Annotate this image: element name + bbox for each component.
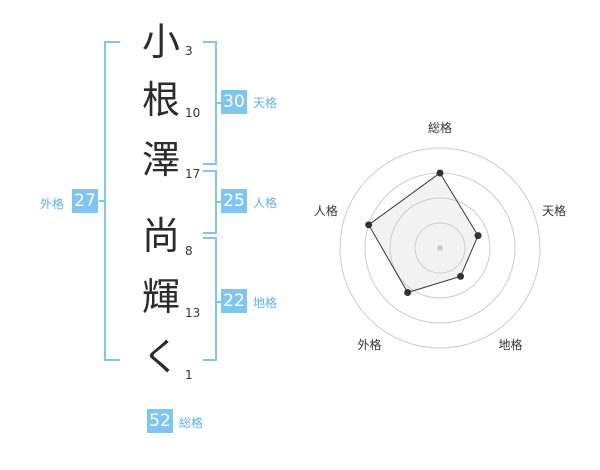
soukaku-score-badge: 52 — [147, 409, 173, 433]
name-char-6: く — [141, 335, 180, 379]
chikaku-bracket-tick — [215, 301, 221, 303]
radar-grid-ring-1 — [414, 222, 466, 274]
chikaku-bracket — [203, 237, 217, 361]
name-char-2: 根 — [141, 78, 180, 122]
name-char-3: 澤 — [141, 138, 180, 182]
stroke-count-1: 3 — [185, 44, 193, 58]
jinkaku-score-badge: 25 — [221, 189, 247, 213]
jinkaku-label: 人格 — [253, 196, 278, 210]
name-char-1: 小 — [141, 20, 180, 64]
radar-axis-label-5: 人格 — [314, 203, 338, 218]
radar-axis-label-1: 総格 — [428, 120, 452, 135]
stroke-count-3: 17 — [185, 167, 201, 181]
stroke-count-2: 10 — [185, 106, 201, 120]
radar-point-3 — [457, 272, 465, 280]
gaikaku-bracket — [104, 41, 120, 361]
radar-center-dot — [437, 245, 443, 251]
stroke-count-6: 1 — [185, 368, 193, 382]
radar-point-1 — [436, 169, 444, 177]
tenkaku-label: 天格 — [253, 96, 278, 110]
jinkaku-bracket-tick — [215, 201, 221, 203]
radar-axis-label-2: 天格 — [542, 203, 566, 218]
stroke-count-5: 13 — [185, 306, 201, 320]
radar-grid-ring-4 — [339, 147, 541, 349]
radar-point-5 — [365, 221, 373, 229]
radar-fill-area — [368, 173, 479, 293]
chikaku-score-badge: 22 — [221, 289, 247, 313]
chikaku-label: 地格 — [253, 296, 278, 310]
radar-axis-label-3: 地格 — [499, 337, 523, 352]
stroke-count-4: 8 — [185, 244, 193, 258]
tenkaku-score-badge: 30 — [221, 90, 247, 114]
gaikaku-label: 外格 — [40, 197, 65, 211]
name-char-5: 輝 — [141, 275, 180, 319]
radar-grid-ring-2 — [389, 197, 491, 299]
tenkaku-bracket-tick — [215, 102, 221, 104]
radar-outline — [368, 172, 479, 294]
gaikaku-score-badge: 27 — [72, 189, 98, 213]
radar-point-4 — [404, 288, 412, 296]
name-char-4: 尚 — [141, 214, 180, 258]
soukaku-label: 総格 — [179, 416, 204, 430]
gaikaku-bracket-tick — [99, 200, 106, 202]
radar-point-2 — [474, 232, 482, 240]
radar-axis-label-4: 外格 — [357, 337, 381, 352]
